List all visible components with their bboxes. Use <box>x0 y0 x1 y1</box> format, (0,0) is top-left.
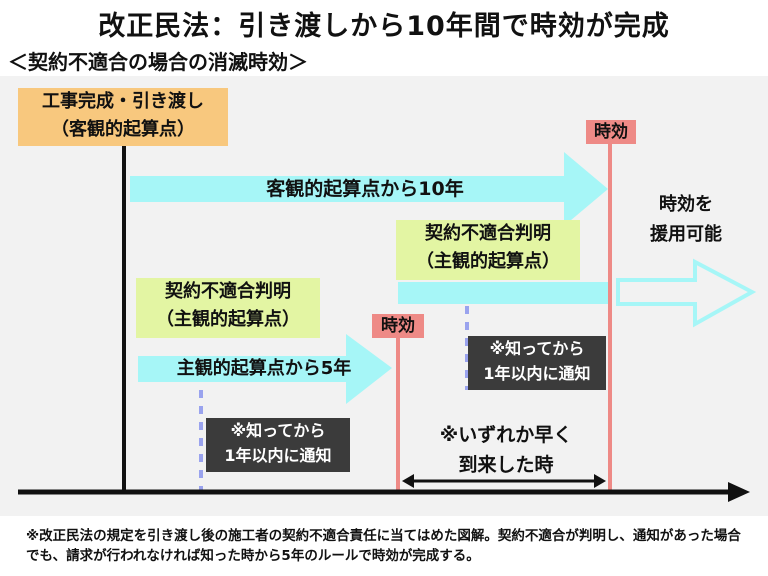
expiry-label-mid: 時効 <box>372 314 424 338</box>
earlier-note-line1: ※いずれか早く <box>439 424 573 446</box>
page-subtitle: ＜契約不適合の場合の消滅時効＞ <box>8 50 308 74</box>
discovery-upper-line2: （主観的起算点） <box>416 251 560 272</box>
start-box-line2: （客観的起算点） <box>51 119 195 140</box>
result-text: 時効を 援用可能 <box>636 190 736 250</box>
footnote: ※改正民法の規定を引き渡し後の施工者の契約不適合責任に当てはめた図解。契約不適合… <box>26 528 741 564</box>
earlier-note-line2: 到来した時 <box>458 454 554 476</box>
result-line2: 援用可能 <box>650 224 722 245</box>
earlier-note: ※いずれか早く 到来した時 <box>406 420 606 480</box>
subjective-period-arrow <box>138 334 392 404</box>
diagram-background <box>0 76 768 516</box>
subjective-arrow-label: 主観的起算点から5年 <box>176 358 352 379</box>
discovery-lower-line1: 契約不適合判明 <box>165 281 291 302</box>
result-hollow-arrow <box>616 258 757 328</box>
notice-upper-line1: ※知ってから <box>489 339 585 358</box>
discovery-upper-line1: 契約不適合判明 <box>425 223 551 244</box>
notice-lower-line1: ※知ってから <box>230 421 326 440</box>
start-box-line1: 工事完成・引き渡し <box>42 91 204 112</box>
objective-period-arrow <box>130 152 608 226</box>
notice-lower-line2: 1年以内に通知 <box>224 446 332 465</box>
notice-box-upper: ※知ってから 1年以内に通知 <box>468 336 606 390</box>
start-point-box: 工事完成・引き渡し （客観的起算点） <box>18 88 228 146</box>
page-title: 改正民法：引き渡しから10年間で時効が完成 <box>98 11 670 42</box>
timeline-arrowhead <box>728 482 750 502</box>
notice-upper-line2: 1年以内に通知 <box>483 364 591 383</box>
discovery-lower-line2: （主観的起算点） <box>156 309 300 330</box>
result-line1: 時効を <box>659 194 713 215</box>
discovery-box-upper: 契約不適合判明 （主観的起算点） <box>396 220 580 280</box>
discovery-box-lower: 契約不適合判明 （主観的起算点） <box>136 278 320 338</box>
notice-box-lower: ※知ってから 1年以内に通知 <box>206 418 350 472</box>
expiry-label-top: 時効 <box>586 120 636 144</box>
upper-discovery-bar <box>398 282 608 304</box>
objective-arrow-label: 客観的起算点から10年 <box>266 178 464 200</box>
